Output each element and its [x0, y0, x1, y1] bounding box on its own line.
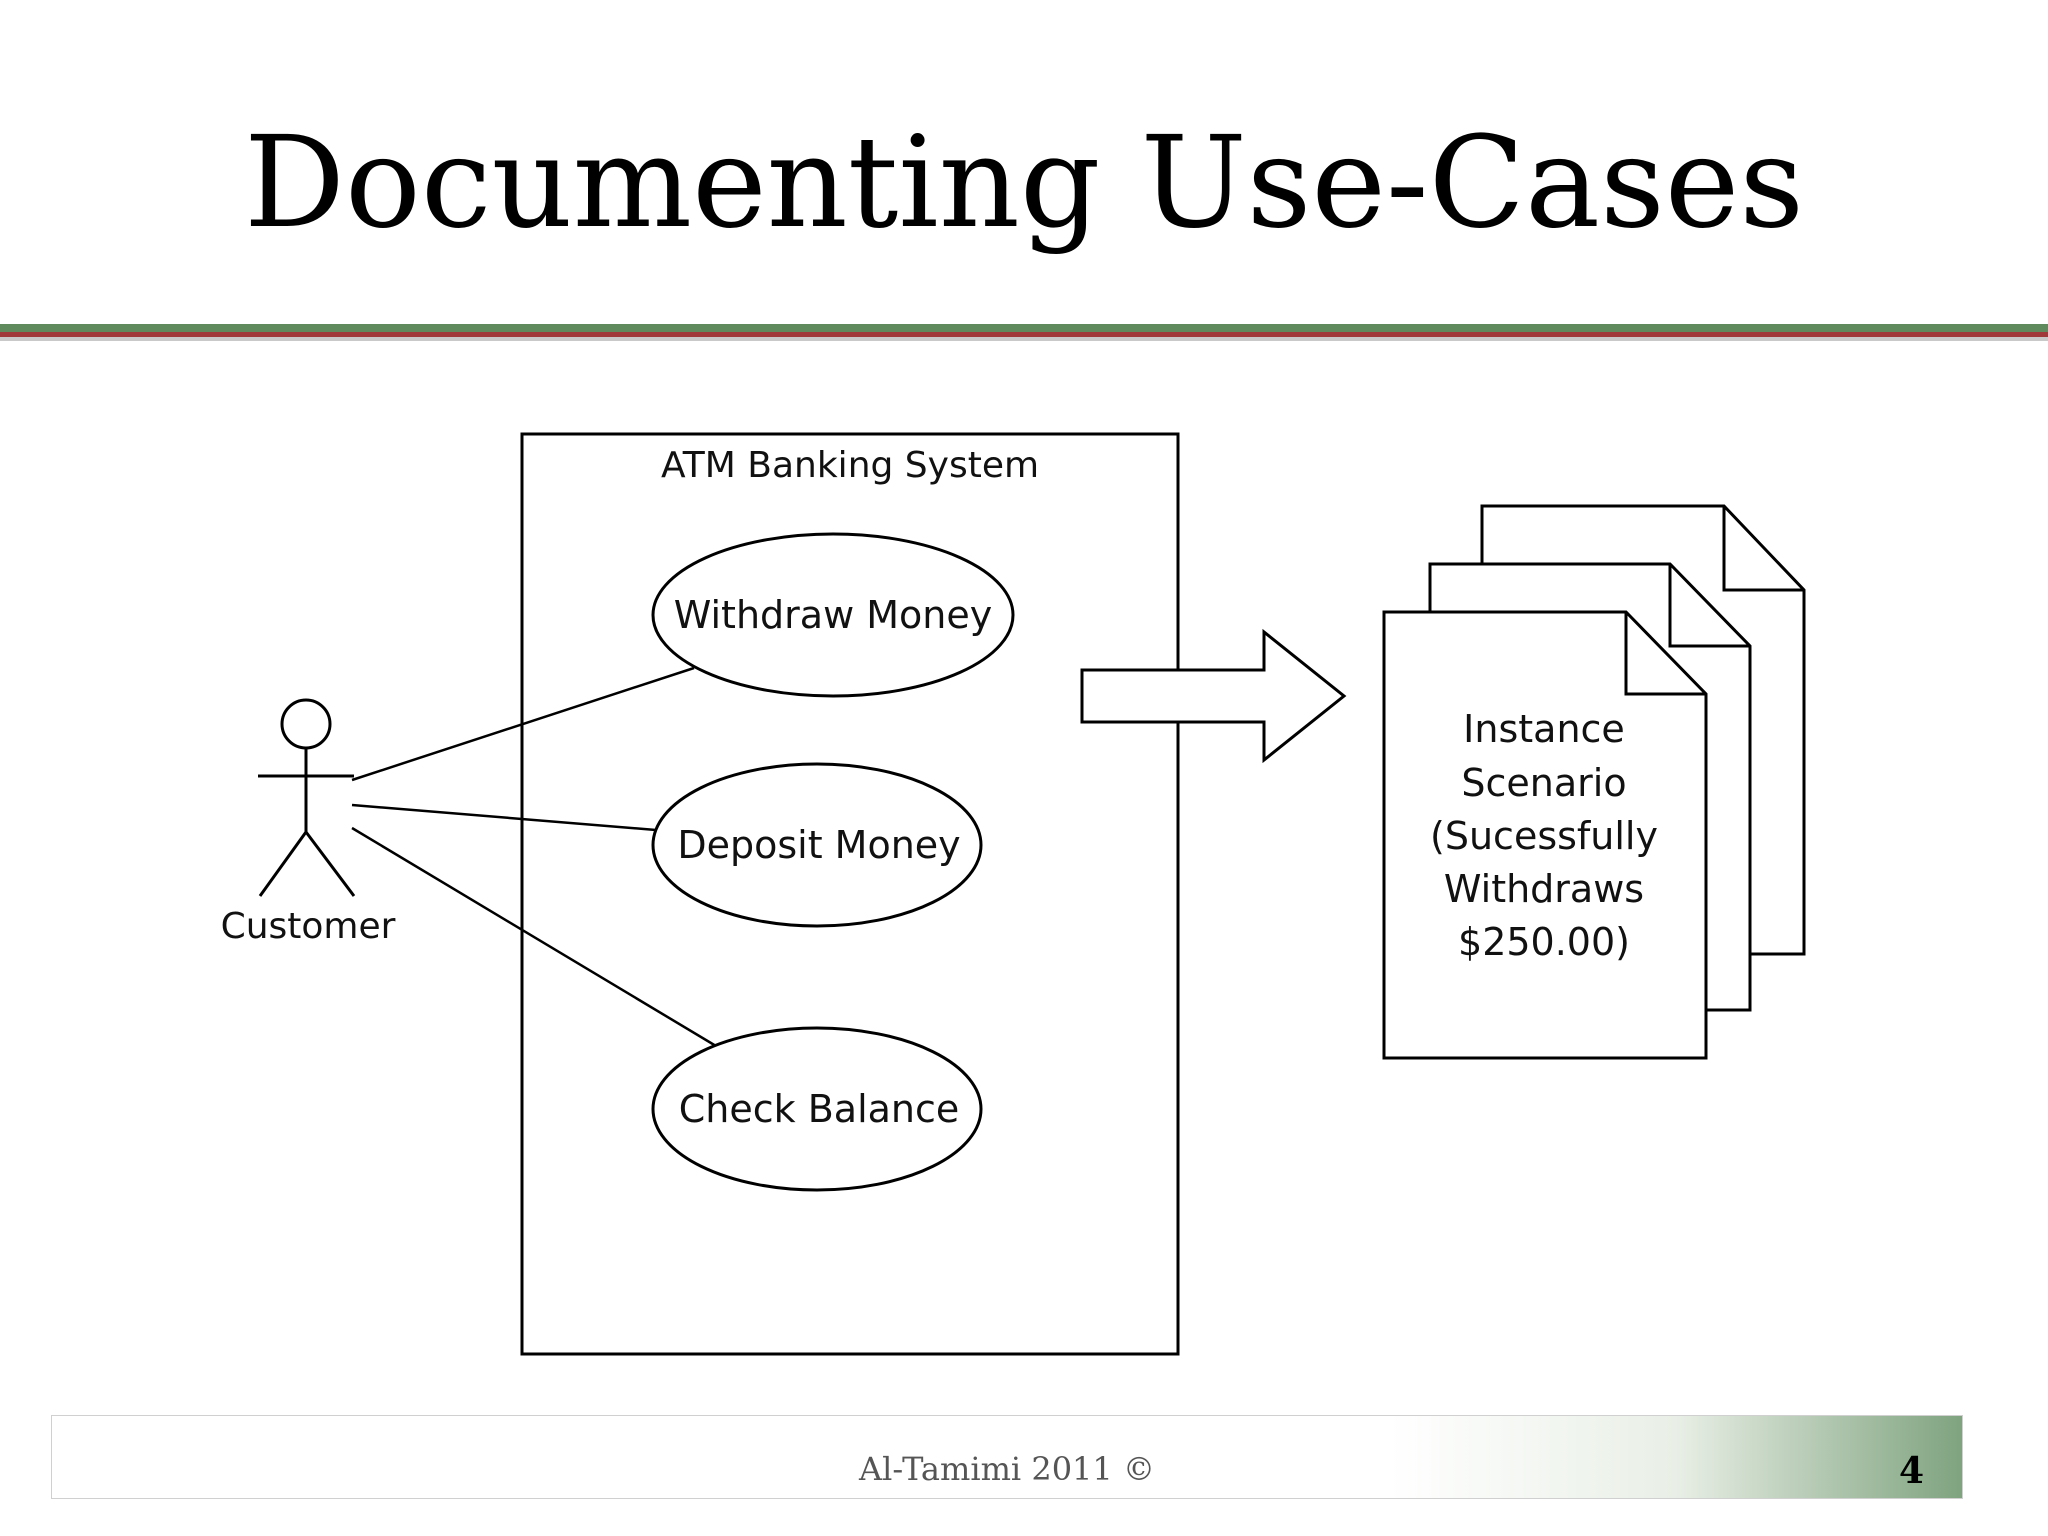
scenario-line: Scenario — [1461, 761, 1626, 805]
right-arrow-icon — [1080, 628, 1347, 764]
use-case-withdraw-money — [651, 532, 1015, 698]
scenario-line: Instance — [1463, 707, 1625, 751]
page-number: 4 — [1898, 1450, 1924, 1492]
customer-actor — [258, 698, 356, 897]
scenario-line: (Sucessfully — [1430, 814, 1658, 858]
associations — [351, 666, 717, 1048]
use-case-deposit-money — [651, 762, 983, 928]
use-case-label: Check Balance — [679, 1087, 960, 1131]
document-stack — [1382, 504, 1806, 1060]
slide-title: Documenting Use-Cases — [244, 109, 1804, 256]
slide-footer: Al-Tamimi 2011 © 4 — [51, 1415, 1963, 1499]
actor-label: Customer — [221, 906, 396, 947]
system-boundary — [520, 432, 1180, 1356]
scenario-line: Withdraws — [1444, 867, 1644, 911]
use-case-label: Deposit Money — [677, 823, 960, 867]
document-icon — [1382, 610, 1708, 1060]
title-divider — [0, 324, 2048, 341]
use-case-diagram: ATM Banking System Customer Withdraw Mon… — [221, 432, 1806, 1356]
use-case-check-balance — [651, 1026, 983, 1192]
system-boundary-label: ATM Banking System — [661, 445, 1039, 486]
footer-copyright: Al-Tamimi 2011 © — [859, 1450, 1155, 1488]
use-case-label: Withdraw Money — [674, 593, 992, 637]
scenario-line: $250.00) — [1458, 920, 1630, 964]
